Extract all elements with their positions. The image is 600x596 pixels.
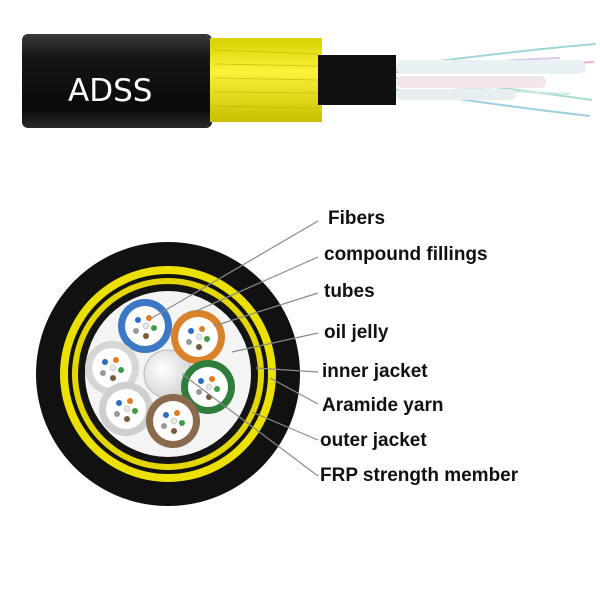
label-outer-jacket: outer jacket	[320, 430, 427, 451]
tube-light-gray	[99, 382, 153, 436]
tube-white	[85, 341, 139, 395]
cable-side-view: ADSS	[22, 34, 597, 128]
cable-type-label: ADSS	[68, 73, 152, 109]
label-tubes: tubes	[324, 281, 375, 302]
leader-frp	[181, 373, 319, 477]
label-compound-fillings: compound fillings	[324, 244, 488, 265]
leader-inner-jacket	[255, 367, 319, 373]
leader-aramide-yarn	[269, 377, 319, 405]
leader-outer-jacket	[251, 411, 319, 441]
label-frp-strength-member: FRP strength member	[320, 465, 519, 486]
inner-jacket-segment	[318, 55, 396, 105]
leader-lines	[151, 220, 319, 477]
leader-compound-fillings	[193, 256, 319, 313]
outer-jacket-segment	[22, 34, 212, 128]
leader-oil-jelly	[231, 332, 319, 353]
tube-green	[181, 360, 235, 414]
yarn-texture	[213, 49, 319, 109]
tube-brown	[146, 394, 200, 448]
label-fibers: Fibers	[328, 208, 386, 229]
loose-tubes-exposed	[396, 60, 586, 100]
leader-tubes	[213, 292, 319, 327]
label-aramide-yarn: Aramide yarn	[322, 395, 444, 416]
label-oil-jelly: oil jelly	[324, 322, 389, 343]
cable-cross-section	[36, 242, 300, 506]
tube-blue	[118, 299, 172, 353]
leader-fibers	[151, 220, 319, 319]
tube-orange	[171, 310, 225, 364]
label-inner-jacket: inner jacket	[322, 361, 428, 382]
